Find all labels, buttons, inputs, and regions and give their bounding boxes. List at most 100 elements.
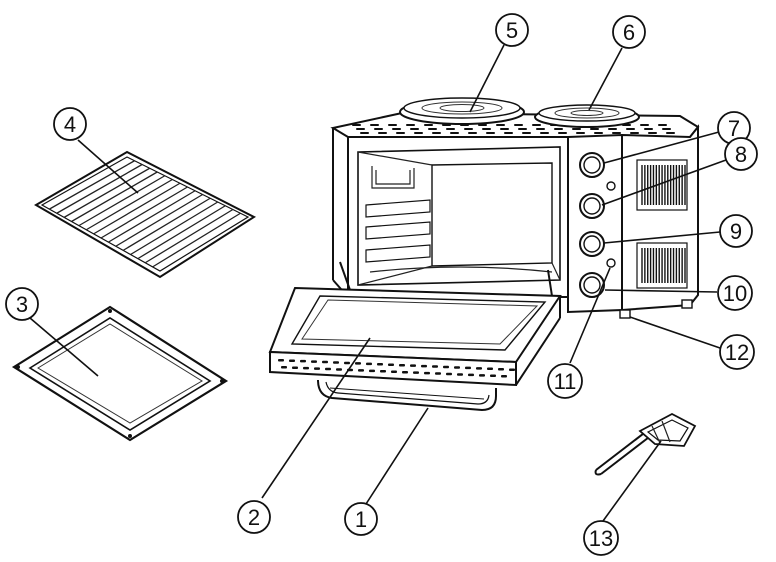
callout-number: 2: [248, 505, 260, 530]
vent-slot: [406, 124, 415, 126]
callout-number: 6: [623, 20, 635, 45]
door-vent-slot: [358, 369, 364, 372]
rack-bar: [130, 201, 219, 256]
callout-number: 10: [723, 281, 747, 306]
vent-slot: [662, 128, 671, 130]
knob-8: [579, 193, 605, 219]
vent-slot: [594, 132, 603, 134]
door-vent-slot: [498, 368, 504, 371]
indicator-light-top: [606, 181, 616, 191]
vent-slot: [558, 132, 567, 134]
door-vent-slot: [402, 370, 408, 374]
baking-tray: [11, 305, 229, 442]
callout-number: 8: [735, 142, 747, 167]
rack-bar: [144, 208, 234, 264]
vent-slot: [468, 132, 477, 134]
knob-9: [579, 231, 605, 257]
hot-plate-large: [399, 97, 525, 125]
callout-13: 13: [583, 520, 619, 556]
callout-number: 7: [728, 116, 740, 141]
vent-slot: [414, 132, 423, 134]
door-vent-slot: [509, 368, 515, 371]
vent-slot: [396, 132, 405, 134]
callout-number: 1: [355, 507, 367, 532]
door-vent-slot: [278, 359, 284, 362]
vent-slot: [630, 132, 639, 134]
oven-body: [330, 111, 700, 319]
callout-3: 3: [5, 287, 39, 321]
door-vent-slot: [333, 361, 339, 364]
vent-slot: [572, 128, 581, 130]
vent-slot: [648, 132, 657, 134]
vent-slot: [428, 128, 437, 130]
door-vent-slot: [369, 369, 375, 373]
vent-slot: [352, 124, 361, 126]
vent-slot: [370, 124, 379, 126]
door-vent-slot: [490, 374, 496, 378]
vent-slot: [536, 128, 545, 130]
door-vent-slot: [421, 364, 427, 368]
vent-slot: [554, 128, 563, 130]
door-vent-slot: [465, 366, 471, 370]
door-vent-slot: [391, 370, 397, 373]
vent-slot: [590, 128, 599, 130]
door-vent-slot: [292, 366, 298, 369]
rack-bar: [49, 160, 135, 210]
knob-10: [579, 272, 605, 298]
rack-bar: [78, 175, 166, 227]
vent-slot: [356, 128, 365, 130]
rack-bar: [152, 212, 241, 268]
callout-9: 9: [719, 214, 753, 248]
callout-number: 5: [506, 18, 518, 43]
door-vent-slot: [443, 365, 449, 369]
callout-number: 3: [16, 292, 28, 317]
indicator-light: [606, 258, 616, 268]
vent-slot: [658, 124, 667, 126]
door-vent-slot: [289, 359, 295, 362]
rack-bar: [71, 171, 158, 223]
vent-slot: [532, 124, 541, 126]
vent-slot: [486, 132, 495, 134]
door-vent-slot: [281, 366, 287, 369]
vent-slot: [374, 128, 383, 130]
callout-2: 2: [237, 500, 271, 534]
vent-slot: [608, 128, 617, 130]
vent-slot: [500, 128, 509, 130]
door-vent-slot: [344, 361, 350, 365]
rack-bar: [108, 190, 196, 243]
door-vent-slot: [435, 372, 441, 375]
door-vent-slot: [388, 363, 394, 366]
vent-slot: [496, 124, 505, 126]
rack-bar: [100, 186, 188, 239]
vent-slot: [640, 124, 649, 126]
door-vent-slot: [336, 368, 342, 371]
callout-labels: 1 2 3 4 5 6 7 8: [5, 13, 758, 556]
door-vent-slot: [476, 367, 482, 370]
door-vent-slot: [300, 359, 306, 363]
vent-slot: [612, 132, 621, 134]
door-vent-slot: [303, 366, 309, 370]
callout-number: 13: [589, 526, 613, 551]
callout-11: 11: [547, 363, 583, 399]
callout-number: 11: [554, 369, 577, 394]
rack-bar: [56, 163, 143, 214]
vent-slot: [514, 124, 523, 126]
callout-4: 4: [53, 107, 87, 141]
door-vent-slot: [479, 374, 485, 377]
callout-number: 9: [730, 219, 742, 244]
door-vent-slot: [380, 370, 386, 373]
door-vent-slot: [487, 367, 493, 371]
vent-slot: [482, 128, 491, 130]
callout-12: 12: [719, 334, 755, 370]
callout-5: 5: [495, 13, 529, 47]
vent-slot: [666, 132, 675, 134]
vent-slot: [388, 124, 397, 126]
vent-slot: [540, 132, 549, 134]
vent-slot: [626, 128, 635, 130]
door-vent-slot: [424, 371, 430, 375]
door-vent-slot: [377, 363, 383, 366]
vent-slot: [410, 128, 419, 130]
rack-bar: [63, 167, 151, 218]
vent-slot: [378, 132, 387, 134]
